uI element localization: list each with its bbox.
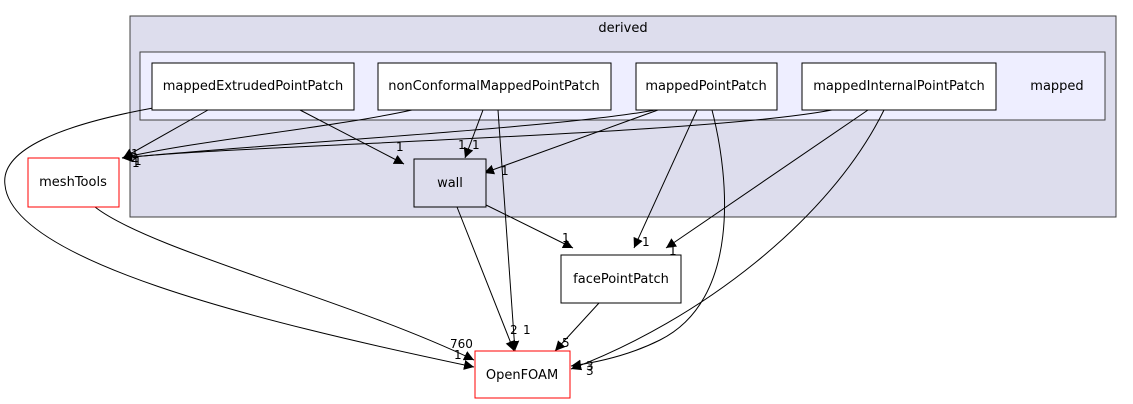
edge-internal-openfoam	[570, 109, 885, 371]
node-mapped-internal-point-patch[interactable]: mappedInternalPointPatch	[801, 62, 997, 111]
edge-label-nonconf-wall: 1	[458, 138, 466, 152]
edge-internal-meshtools	[121, 109, 833, 162]
edge-extruded-openfoam	[4, 107, 475, 370]
edges	[4, 107, 885, 371]
edge-labels: 1 1 1 1 2 1 1 1 1 5 760 1 3 3 1 2 1 1	[131, 138, 677, 378]
node-label: facePointPatch	[573, 272, 669, 287]
edge-label-wall-openfoam: 2	[510, 323, 518, 337]
edge-mappedpp-wall	[483, 109, 659, 175]
edge-label-mappedpp-face: 1	[642, 235, 650, 249]
edge-nonconf-openfoam	[497, 109, 520, 352]
node-label: mappedExtrudedPointPatch	[163, 79, 343, 94]
edge-label-meshtools-openfoam: 760	[450, 337, 473, 351]
node-label: nonConformalMappedPointPatch	[388, 79, 600, 94]
edge-label-wall-face: 1	[562, 231, 570, 245]
edge-label-internal-face: 1	[669, 244, 677, 258]
node-mapped-extruded-point-patch[interactable]: mappedExtrudedPointPatch	[151, 62, 355, 111]
edge-mappedpp-meshtools	[121, 109, 656, 162]
edge-face-openfoam	[554, 302, 600, 352]
node-non-conformal-mapped-point-patch[interactable]: nonConformalMappedPointPatch	[377, 62, 612, 111]
node-label: wall	[437, 176, 463, 191]
edge-label-nonconf-openfoam: 1	[523, 323, 531, 337]
edge-extruded-wall	[299, 109, 405, 165]
edge-label-nonconf-openfoam-upper: 1	[501, 164, 509, 178]
edge-mappedpp-face	[633, 109, 698, 249]
node-label: meshTools	[39, 175, 107, 190]
cluster-derived-label: derived	[598, 21, 647, 36]
edge-nonconf-meshtools	[121, 109, 413, 161]
node-label: mappedPointPatch	[645, 79, 766, 94]
node-wall[interactable]: wall	[413, 158, 487, 208]
cluster-mapped-label: mapped	[1030, 79, 1083, 94]
node-label: mappedInternalPointPatch	[813, 79, 984, 94]
edge-wall-face	[483, 203, 574, 249]
edge-label-meshtools-in-b: 2	[131, 151, 139, 165]
edge-label-extruded-wall: 1	[396, 140, 404, 154]
edge-nonconf-wall	[463, 109, 484, 159]
edge-label-meshtools-in-a: 1	[131, 147, 139, 161]
edge-label-internal-openfoam-a: 3	[586, 359, 594, 373]
edge-extruded-meshtools	[122, 109, 209, 159]
node-mapped-point-patch[interactable]: mappedPointPatch	[635, 62, 778, 111]
edge-label-internal-openfoam-b: 3	[586, 364, 594, 378]
edge-label-face-openfoam: 5	[562, 336, 570, 350]
edge-label-meshtools-in-c: 1	[134, 154, 142, 168]
edge-meshtools-openfoam	[94, 206, 475, 361]
edge-internal-face	[665, 109, 869, 249]
node-openfoam[interactable]: OpenFOAM	[474, 350, 571, 399]
node-mesh-tools[interactable]: meshTools	[27, 157, 120, 208]
edge-label-mappedpp-wall: 1	[472, 138, 480, 152]
node-face-point-patch[interactable]: facePointPatch	[560, 254, 682, 304]
node-label: OpenFOAM	[486, 368, 558, 383]
edge-wall-openfoam	[456, 206, 515, 352]
edge-mappedpp-openfoam	[570, 109, 725, 370]
edge-label-meshtools-in-d: 1	[132, 156, 140, 170]
edge-label-extruded-openfoam: 1	[454, 348, 462, 362]
